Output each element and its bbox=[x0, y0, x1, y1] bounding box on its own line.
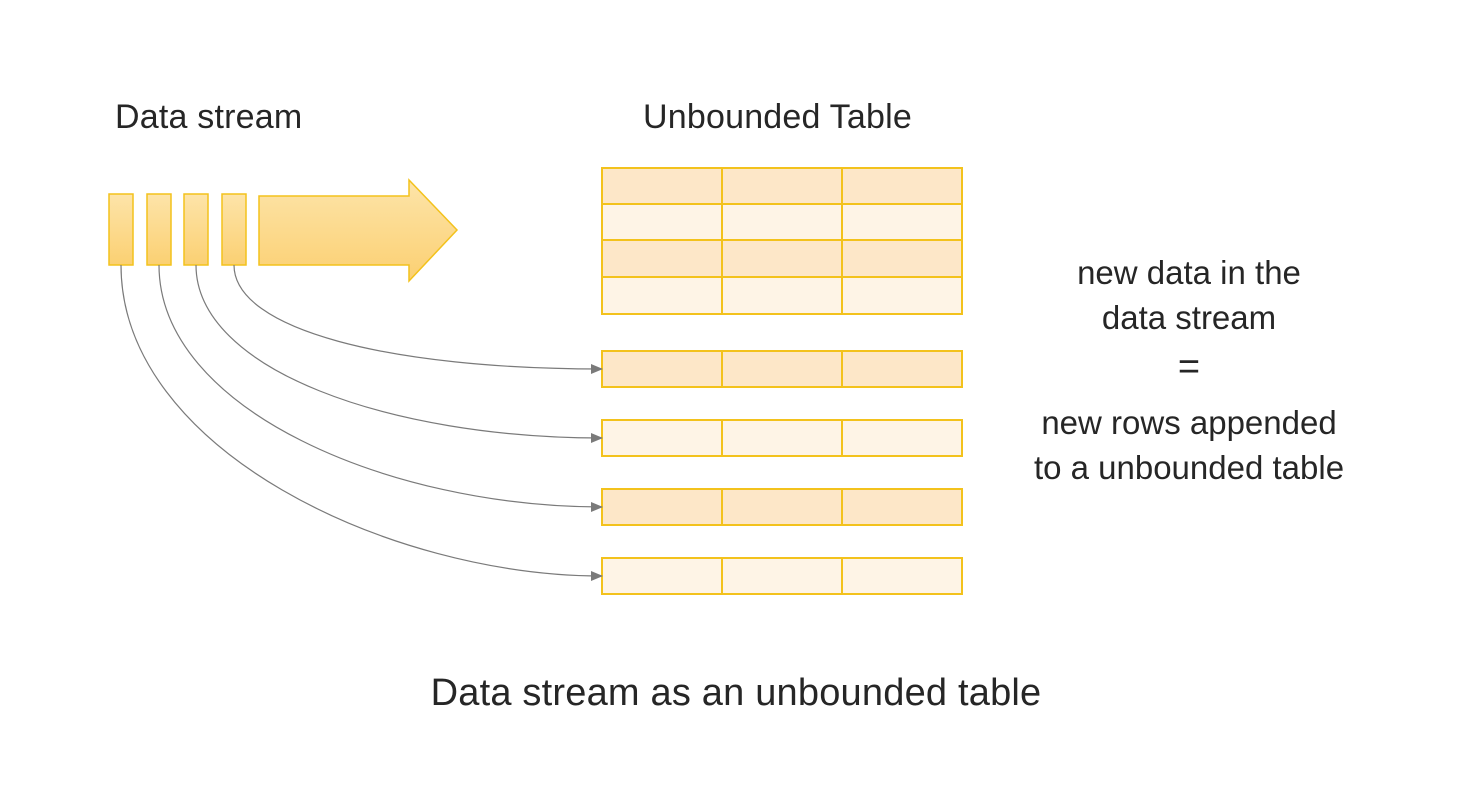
connectors bbox=[120, 264, 603, 581]
appended-row-1 bbox=[601, 350, 963, 388]
unbounded-table bbox=[601, 167, 963, 315]
table-row-1 bbox=[601, 167, 963, 205]
appended-rows bbox=[601, 350, 963, 595]
table-row-3 bbox=[601, 239, 963, 278]
equals-sign: = bbox=[1177, 346, 1201, 388]
stream-direction-arrow bbox=[258, 178, 459, 283]
table-row-2 bbox=[601, 203, 963, 241]
equation-bottom-line-2: to a unbounded table bbox=[1033, 449, 1345, 486]
stream-item-4 bbox=[221, 193, 247, 266]
connector-1 bbox=[120, 264, 603, 581]
equation-top-line-1: new data in the bbox=[1077, 254, 1301, 291]
connector-3 bbox=[195, 264, 603, 443]
stream-item-3 bbox=[183, 193, 209, 266]
connector-2 bbox=[158, 264, 603, 512]
appended-row-3 bbox=[601, 488, 963, 526]
equation-bottom-text: new rows appended to a unbounded table bbox=[1008, 400, 1370, 490]
appended-row-2 bbox=[601, 419, 963, 457]
equation-top-line-2: data stream bbox=[1101, 299, 1277, 336]
stream-item-1 bbox=[108, 193, 134, 266]
equation-bottom-line-1: new rows appended bbox=[1041, 404, 1337, 441]
stream-item-2 bbox=[146, 193, 172, 266]
data-stream-title: Data stream bbox=[115, 98, 303, 136]
stream-items bbox=[108, 193, 247, 266]
equation-top-text: new data in the data stream bbox=[1008, 250, 1370, 340]
diagram-caption: Data stream as an unbounded table bbox=[430, 672, 1042, 714]
connector-4 bbox=[233, 264, 603, 374]
appended-row-4 bbox=[601, 557, 963, 595]
unbounded-table-title: Unbounded Table bbox=[643, 98, 912, 136]
table-row-4 bbox=[601, 276, 963, 315]
